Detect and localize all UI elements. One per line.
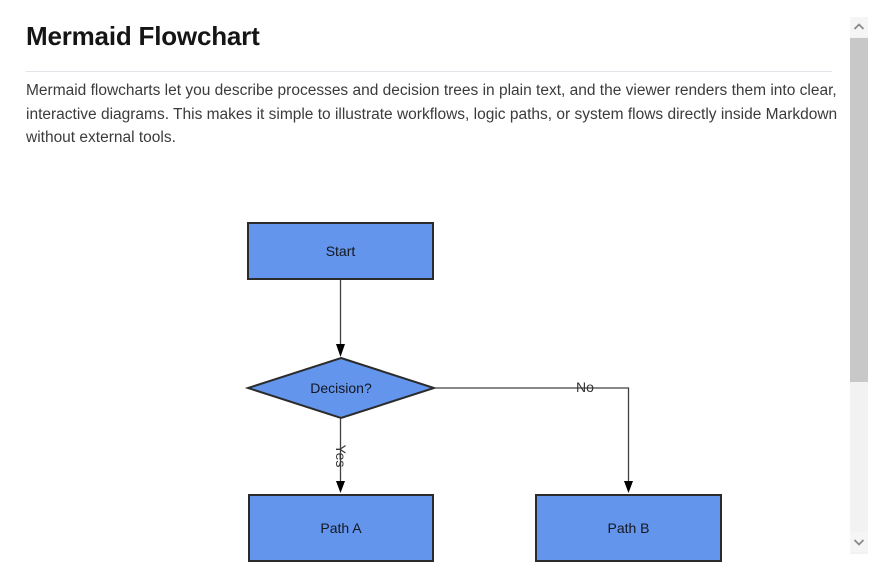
arrowhead-decision-patha bbox=[336, 481, 345, 493]
page-title: Mermaid Flowchart bbox=[26, 21, 260, 51]
arrowhead-start-decision bbox=[336, 344, 345, 357]
scroll-up-button[interactable] bbox=[850, 17, 868, 37]
edge-label-no: No bbox=[576, 379, 594, 395]
node-start-label: Start bbox=[325, 243, 356, 259]
node-decision: Decision? bbox=[248, 358, 434, 418]
edge-label-yes: Yes bbox=[333, 444, 349, 468]
node-decision-label: Decision? bbox=[310, 380, 372, 396]
heading-divider bbox=[26, 71, 832, 72]
scrollbar-thumb[interactable] bbox=[850, 38, 868, 382]
chevron-down-icon bbox=[853, 539, 865, 546]
chevron-up-icon bbox=[853, 23, 865, 30]
scroll-down-button[interactable] bbox=[850, 532, 868, 552]
node-path-a: Path A bbox=[248, 494, 434, 562]
node-path-a-label: Path A bbox=[320, 520, 362, 536]
arrowhead-decision-pathb bbox=[624, 481, 633, 493]
node-path-b-label: Path B bbox=[607, 520, 650, 536]
node-path-b: Path B bbox=[535, 494, 722, 562]
intro-paragraph: Mermaid flowcharts let you describe proc… bbox=[26, 82, 838, 146]
node-start: Start bbox=[247, 222, 434, 280]
vertical-scrollbar[interactable] bbox=[850, 17, 868, 554]
